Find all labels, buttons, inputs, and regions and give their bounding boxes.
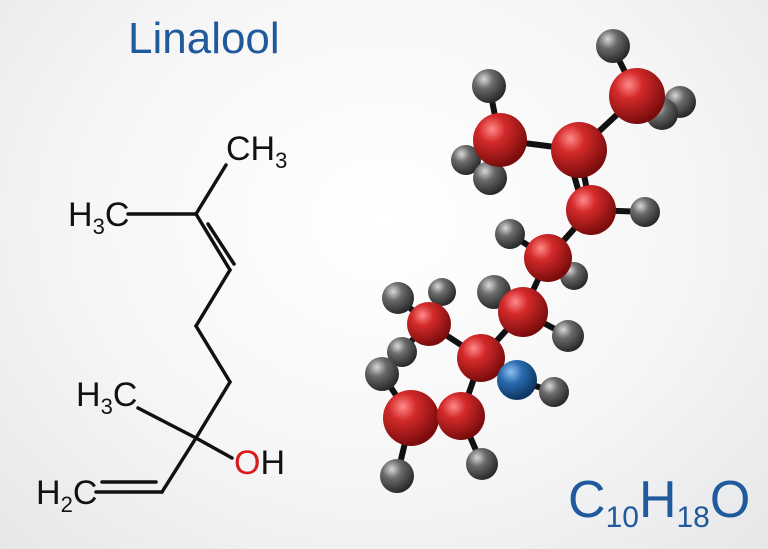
atom-h — [466, 448, 498, 480]
atom-h — [539, 377, 569, 407]
atom-h — [382, 282, 414, 314]
atom-h — [495, 219, 525, 249]
bond-chain-3 — [194, 380, 232, 440]
atom-h — [472, 69, 506, 103]
molecular-formula: C10H18O — [568, 471, 751, 534]
oxygen-atoms — [497, 360, 537, 400]
atom-c — [407, 302, 451, 346]
bond-vinyl — [160, 436, 198, 494]
atom-c — [566, 185, 616, 235]
atom-h — [552, 320, 584, 352]
atom-h — [365, 357, 399, 391]
atom-c — [524, 234, 572, 282]
atom-h — [473, 161, 507, 195]
atom-h — [596, 29, 630, 63]
atom-c — [473, 113, 527, 167]
label-ch3-top: CH3 — [226, 130, 287, 173]
label-h3c-low: H3C — [76, 376, 137, 419]
atom-c — [457, 334, 505, 382]
atom-c — [437, 392, 485, 440]
bond-ch3-top — [194, 163, 228, 216]
carbon-atoms — [383, 68, 665, 446]
atom-o — [497, 360, 537, 400]
label-h2c: H2C — [36, 474, 97, 517]
atom-c — [498, 287, 548, 337]
atom-h — [380, 459, 414, 493]
bond-h3c-low — [136, 406, 198, 440]
atom-h — [428, 278, 456, 306]
double-bond-1b — [206, 222, 236, 266]
atom-h — [630, 197, 660, 227]
bond-chain-2 — [194, 324, 232, 384]
label-h3c-mid: H3C — [68, 196, 129, 239]
atom-h — [387, 337, 417, 367]
atom-c — [383, 390, 439, 446]
label-oh: OH — [234, 444, 285, 482]
atom-c — [609, 68, 665, 124]
double-bond-1 — [194, 212, 232, 272]
atom-h — [451, 145, 481, 175]
hydrogen-atoms — [365, 29, 696, 493]
molecule-title: Linalool — [128, 14, 280, 63]
bond-oh — [194, 436, 234, 460]
atom-c — [551, 122, 607, 178]
bond-chain-1 — [194, 268, 232, 328]
skeletal-structure — [94, 163, 236, 494]
